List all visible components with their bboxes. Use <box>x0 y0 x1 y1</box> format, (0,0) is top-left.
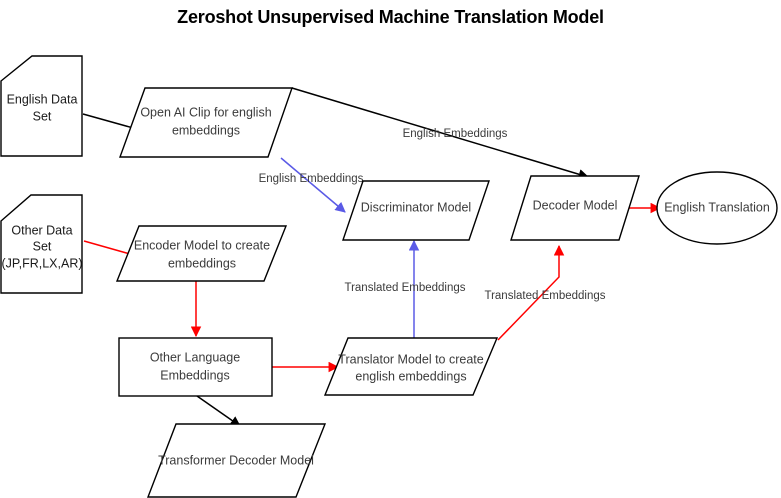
edge-embeddings-to-transformer <box>196 395 241 427</box>
node-label-encoder-model-line2: embeddings <box>168 256 236 270</box>
node-encoder-model[interactable]: Encoder Model to create embeddings <box>115 225 288 282</box>
node-label-openai-clip-line1: Open AI Clip for english <box>140 105 271 119</box>
edge-label-translated-embeddings-discriminator: Translated Embeddings <box>344 282 465 294</box>
edge-translator-to-decoder: Translated Embeddings <box>484 244 606 341</box>
page-title: Zeroshot Unsupervised Machine Translatio… <box>177 7 604 27</box>
node-english-data-set[interactable]: English Data Set <box>0 55 83 157</box>
node-transformer-decoder-model[interactable]: Transformer Decoder Model <box>146 423 327 498</box>
node-label-other-data-set-line3: (JP,FR,LX,AR) <box>1 256 82 270</box>
node-label-other-data-set-line2: Set <box>33 239 52 253</box>
node-label-english-data-set-line2: Set <box>33 109 52 123</box>
node-label-english-translation: English Translation <box>664 200 770 214</box>
node-label-openai-clip-line2: embeddings <box>172 123 240 137</box>
node-label-english-data-set-line1: English Data <box>7 92 78 106</box>
edge-clip-to-decoder: English Embeddings <box>291 87 590 180</box>
node-label-transformer-decoder-model: Transformer Decoder Model <box>158 453 314 467</box>
edge-label-english-embeddings-decoder: English Embeddings <box>403 128 508 140</box>
node-label-translator-model-line2: english embeddings <box>355 369 466 383</box>
node-label-other-data-set-line1: Other Data <box>11 223 72 237</box>
edge-label-translated-embeddings-decoder: Translated Embeddings <box>484 290 605 302</box>
node-decoder-model[interactable]: Decoder Model <box>510 175 640 241</box>
node-other-language-embeddings[interactable]: Other Language Embeddings <box>118 337 273 397</box>
node-label-discriminator-model: Discriminator Model <box>361 200 471 214</box>
edge-label-english-embeddings-discriminator: English Embeddings <box>259 173 364 185</box>
node-english-translation[interactable]: English Translation <box>656 171 778 245</box>
node-label-encoder-model-line1: Encoder Model to create <box>134 238 270 252</box>
edge-translator-to-discriminator: Translated Embeddings <box>344 239 466 343</box>
edge-clip-to-discriminator: English Embeddings <box>259 157 364 213</box>
node-other-data-set[interactable]: Other Data Set (JP,FR,LX,AR) <box>0 194 83 294</box>
node-label-decoder-model: Decoder Model <box>533 198 618 212</box>
node-discriminator-model[interactable]: Discriminator Model <box>342 180 490 241</box>
node-label-translator-model-line1: Translator Model to create <box>338 352 483 366</box>
node-translator-model[interactable]: Translator Model to create english embed… <box>323 337 499 396</box>
node-label-other-language-embeddings-line2: Embeddings <box>160 368 230 382</box>
node-openai-clip[interactable]: Open AI Clip for english embeddings <box>119 87 293 158</box>
node-label-other-language-embeddings-line1: Other Language <box>150 350 240 364</box>
